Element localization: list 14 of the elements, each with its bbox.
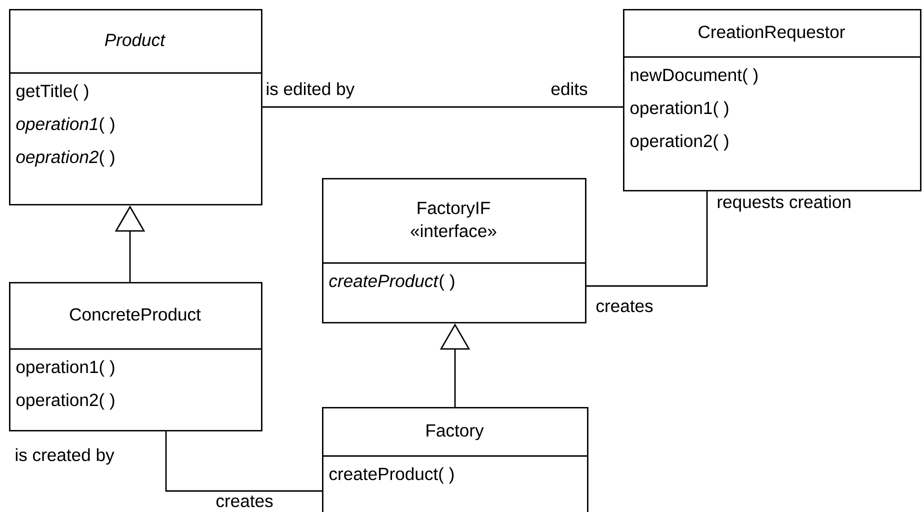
role-label: edits [551,82,588,96]
role-label: creates [596,300,653,312]
class-box: CreationRequestor newDocument( ) operation1( ) operation2( ) [623,9,922,192]
connector [262,106,623,108]
class-box: Factory createProduct( ) [322,407,588,512]
connector [586,191,708,287]
class-box: Product getTitle( ) operation1( ) oepration2( ) [9,9,262,206]
role-label: requests creation [718,195,850,212]
connector [165,431,322,492]
role-label: is edited by [266,82,355,99]
role-label: is created by [16,448,114,465]
class-box: FactoryIF «interface» createProduct( ) [322,178,586,324]
class-box: ConcreteProduct operation1( ) operation2( ) [9,282,262,432]
role-label: creates [216,496,273,508]
